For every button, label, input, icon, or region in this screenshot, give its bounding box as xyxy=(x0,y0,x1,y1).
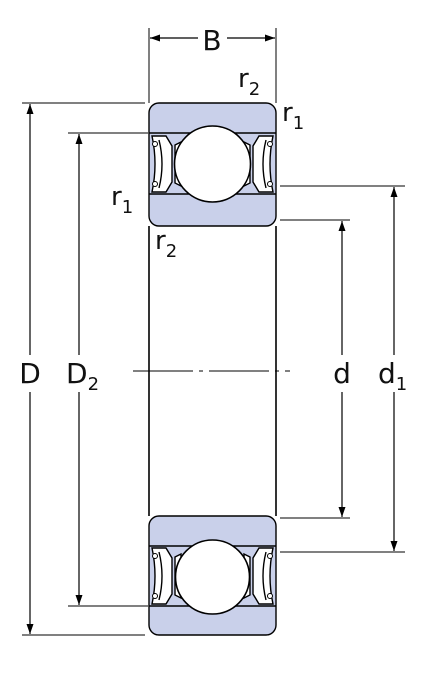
dimension-lines xyxy=(26,34,398,634)
label-D2: D2 xyxy=(66,357,99,395)
top-ring-section xyxy=(148,102,277,227)
label-B: B xyxy=(202,24,221,57)
bottom-ball xyxy=(174,539,251,615)
label-r1-left: r1 xyxy=(111,182,133,218)
labels: B r2 r1 r1 r2 D D2 d d1 xyxy=(19,24,407,395)
label-d: d xyxy=(333,357,351,390)
label-d1: d1 xyxy=(378,357,407,395)
label-r2-bottom: r2 xyxy=(155,226,177,262)
bore-outline xyxy=(148,226,277,516)
top-ball xyxy=(173,125,252,203)
label-r2-top: r2 xyxy=(238,64,260,100)
label-r1-right: r1 xyxy=(282,98,304,134)
bottom-ring-section xyxy=(148,515,277,636)
extension-lines xyxy=(22,28,405,636)
label-D: D xyxy=(19,357,41,390)
